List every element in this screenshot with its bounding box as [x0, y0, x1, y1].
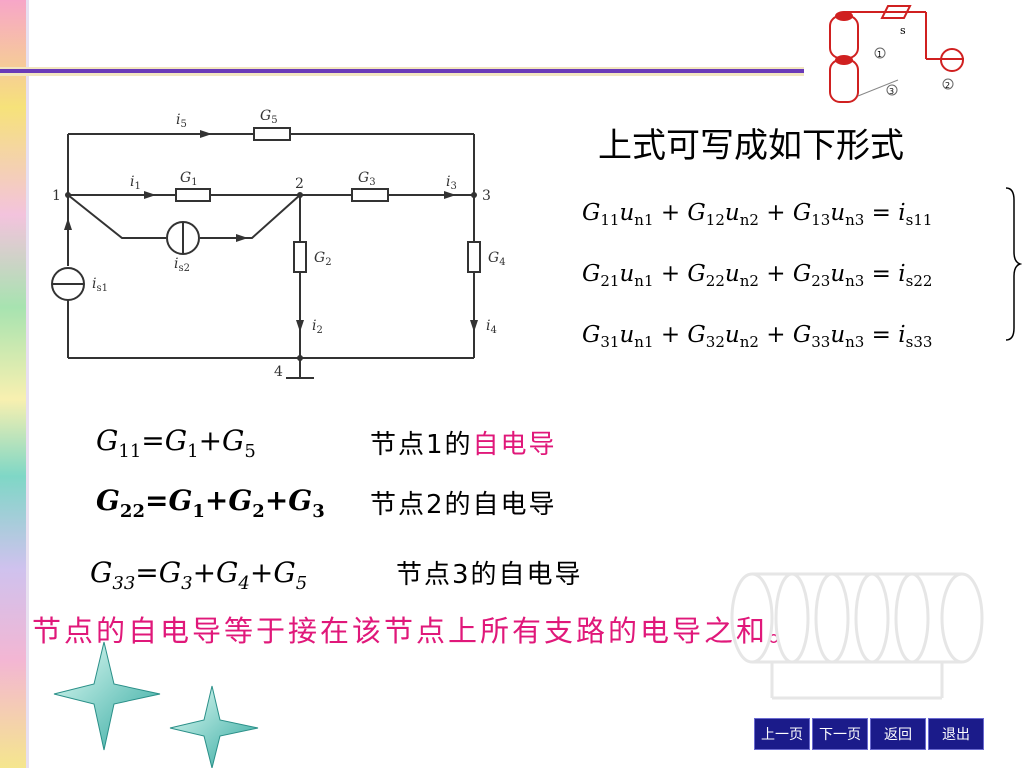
svg-text:G1: G1: [180, 170, 198, 188]
logo-mark-3: 3: [889, 87, 894, 96]
svg-text:is2: is2: [174, 256, 190, 274]
formula-g11-description: 节点1的自电导: [370, 430, 557, 460]
coil-logo-icon: s 1 3 2: [829, 5, 964, 103]
logo-mark-1: 1: [877, 50, 882, 59]
logo-mark-2: 2: [945, 81, 950, 90]
svg-text:G4: G4: [488, 250, 506, 268]
svg-text:1: 1: [52, 188, 61, 204]
formula-g22-description: 节点2的自电导: [370, 490, 557, 520]
formula-g11: G11=G1+G5: [96, 424, 256, 462]
svg-text:G3: G3: [358, 170, 376, 188]
svg-text:3: 3: [482, 188, 491, 204]
decorative-stars-icon: [53, 641, 259, 768]
svg-text:i3: i3: [446, 174, 457, 192]
decorative-left-strip: [0, 0, 29, 768]
svg-text:i2: i2: [312, 318, 323, 336]
logo-s-label: s: [900, 24, 906, 37]
back-button[interactable]: 返回: [870, 718, 926, 750]
exit-button[interactable]: 退出: [928, 718, 984, 750]
svg-text:G2: G2: [314, 250, 332, 268]
svg-text:i5: i5: [176, 112, 187, 130]
right-brace-icon: [1005, 187, 1022, 341]
circuit-diagram: i5 G5 i1 G1 G3 i3 is2 is1 G2 G4 i2 i4 1 …: [51, 108, 506, 380]
prev-page-button[interactable]: 上一页: [754, 718, 810, 750]
page-title: 上式可写成如下形式: [598, 126, 904, 166]
svg-text:i1: i1: [130, 174, 141, 192]
equation-system: G11un1 + G12un2 + G13un3 = is11 G21un1 +…: [582, 186, 932, 369]
equation-row-1: G11un1 + G12un2 + G13un3 = is11: [582, 200, 933, 229]
formula-g33: G33=G3+G4+G5: [90, 556, 308, 594]
equation-row-3: G31un1 + G32un2 + G33un3 = is33: [582, 322, 933, 351]
faint-coil-icon: [730, 572, 984, 700]
equation-row-2: G21un1 + G22un2 + G23un3 = is22: [582, 261, 933, 290]
svg-text:i4: i4: [486, 318, 497, 336]
summary-statement: 节点的自电导等于接在该节点上所有支路的电导之和。: [32, 614, 801, 648]
next-page-button[interactable]: 下一页: [812, 718, 868, 750]
svg-text:2: 2: [295, 176, 304, 192]
svg-text:G5: G5: [260, 108, 278, 126]
title-rule: [0, 67, 804, 76]
svg-text:4: 4: [274, 364, 283, 380]
formula-g22: G22=G1+G2+G3: [96, 484, 325, 522]
formula-g33-description: 节点3的自电导: [396, 560, 583, 590]
svg-text:is1: is1: [92, 276, 108, 294]
